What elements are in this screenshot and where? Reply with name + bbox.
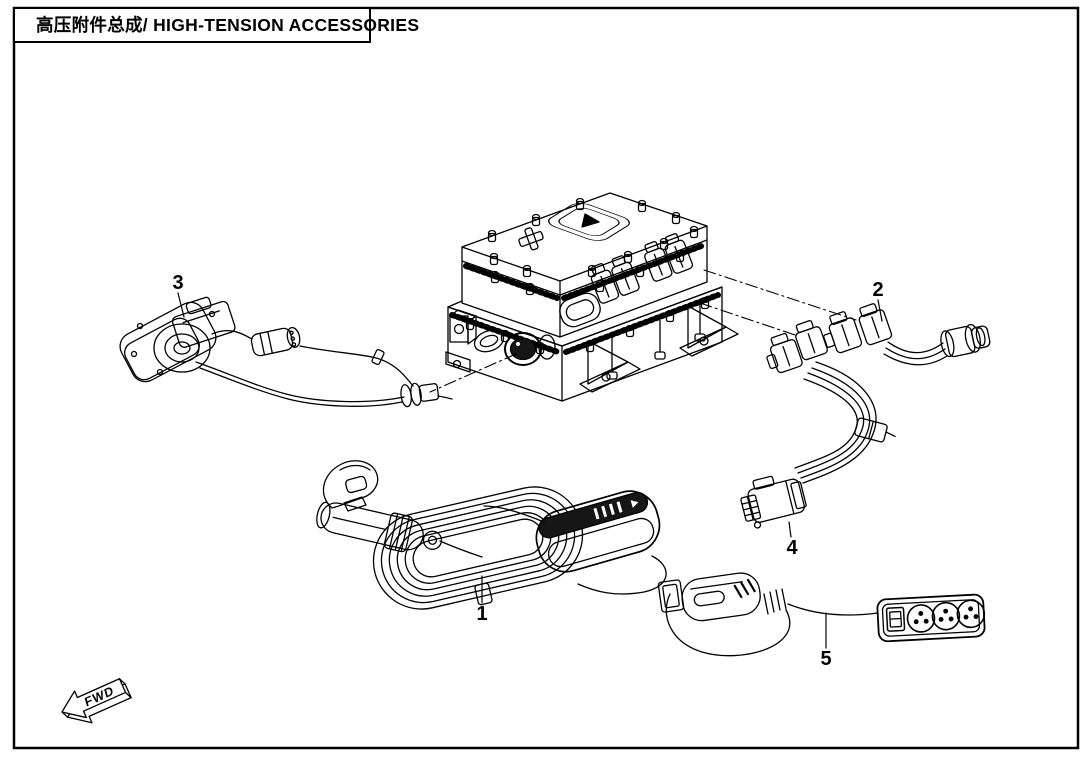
evse-control-box [535, 490, 661, 573]
indicator-band [538, 491, 649, 539]
callout-leaders [177, 292, 883, 649]
harness-end-fitting [400, 382, 440, 408]
front-panel-fittings [449, 292, 601, 366]
page-border [12, 6, 1080, 750]
strip-switch [885, 606, 906, 632]
flange-bolt-row [463, 263, 560, 301]
callout-3: 3 [172, 272, 183, 294]
part-1-portable-charging-cable [316, 460, 667, 610]
standoff-posts [606, 299, 706, 380]
lid-fitting [518, 227, 544, 251]
callout-4: 4 [786, 537, 798, 559]
page-title: 高压附件总成/ HIGH-TENSION ACCESSORIES [36, 15, 419, 35]
part-4-hv-harness-lower [740, 320, 896, 529]
assembly-alignment-lines [429, 269, 857, 393]
hv-connector-cluster-left [590, 255, 640, 304]
triangle-marker-icon [581, 213, 600, 228]
inline-barrel-connector [250, 326, 301, 357]
socket-outlet-2 [931, 601, 961, 631]
diagram-art [61, 192, 991, 724]
hv-connector-cluster-right [644, 233, 694, 282]
coil-strap [474, 582, 493, 606]
mounting-brackets [445, 305, 739, 393]
round-hv-connector [509, 337, 537, 361]
callout-3-leader [177, 292, 185, 318]
discharge-plug-body [681, 572, 761, 622]
socket-top-box [171, 296, 236, 348]
socket-outlet-1 [906, 604, 936, 633]
callout-1: 1 [476, 603, 487, 625]
fwd-arrow-icon [61, 678, 132, 724]
callout-2-leader [877, 299, 883, 322]
title-block [13, 7, 371, 43]
hv-control-unit-assembly [445, 192, 739, 402]
top-cover-emblem [548, 203, 630, 241]
part-3-charging-socket-harness [119, 296, 453, 408]
part-5-discharge-adapter [657, 572, 986, 657]
socket-strip [876, 593, 986, 643]
round-connector-end [940, 323, 991, 358]
cable-clamp [854, 417, 896, 443]
indicator-arrow-icon [630, 500, 639, 508]
callout-2: 2 [872, 279, 883, 301]
callout-4-leader [788, 521, 792, 538]
charging-gun [316, 460, 443, 553]
socket-outlet-3 [956, 599, 986, 629]
bottom-connector [740, 475, 807, 529]
callout-5: 5 [820, 648, 831, 670]
part-2-hv-harness-upper [823, 303, 991, 366]
